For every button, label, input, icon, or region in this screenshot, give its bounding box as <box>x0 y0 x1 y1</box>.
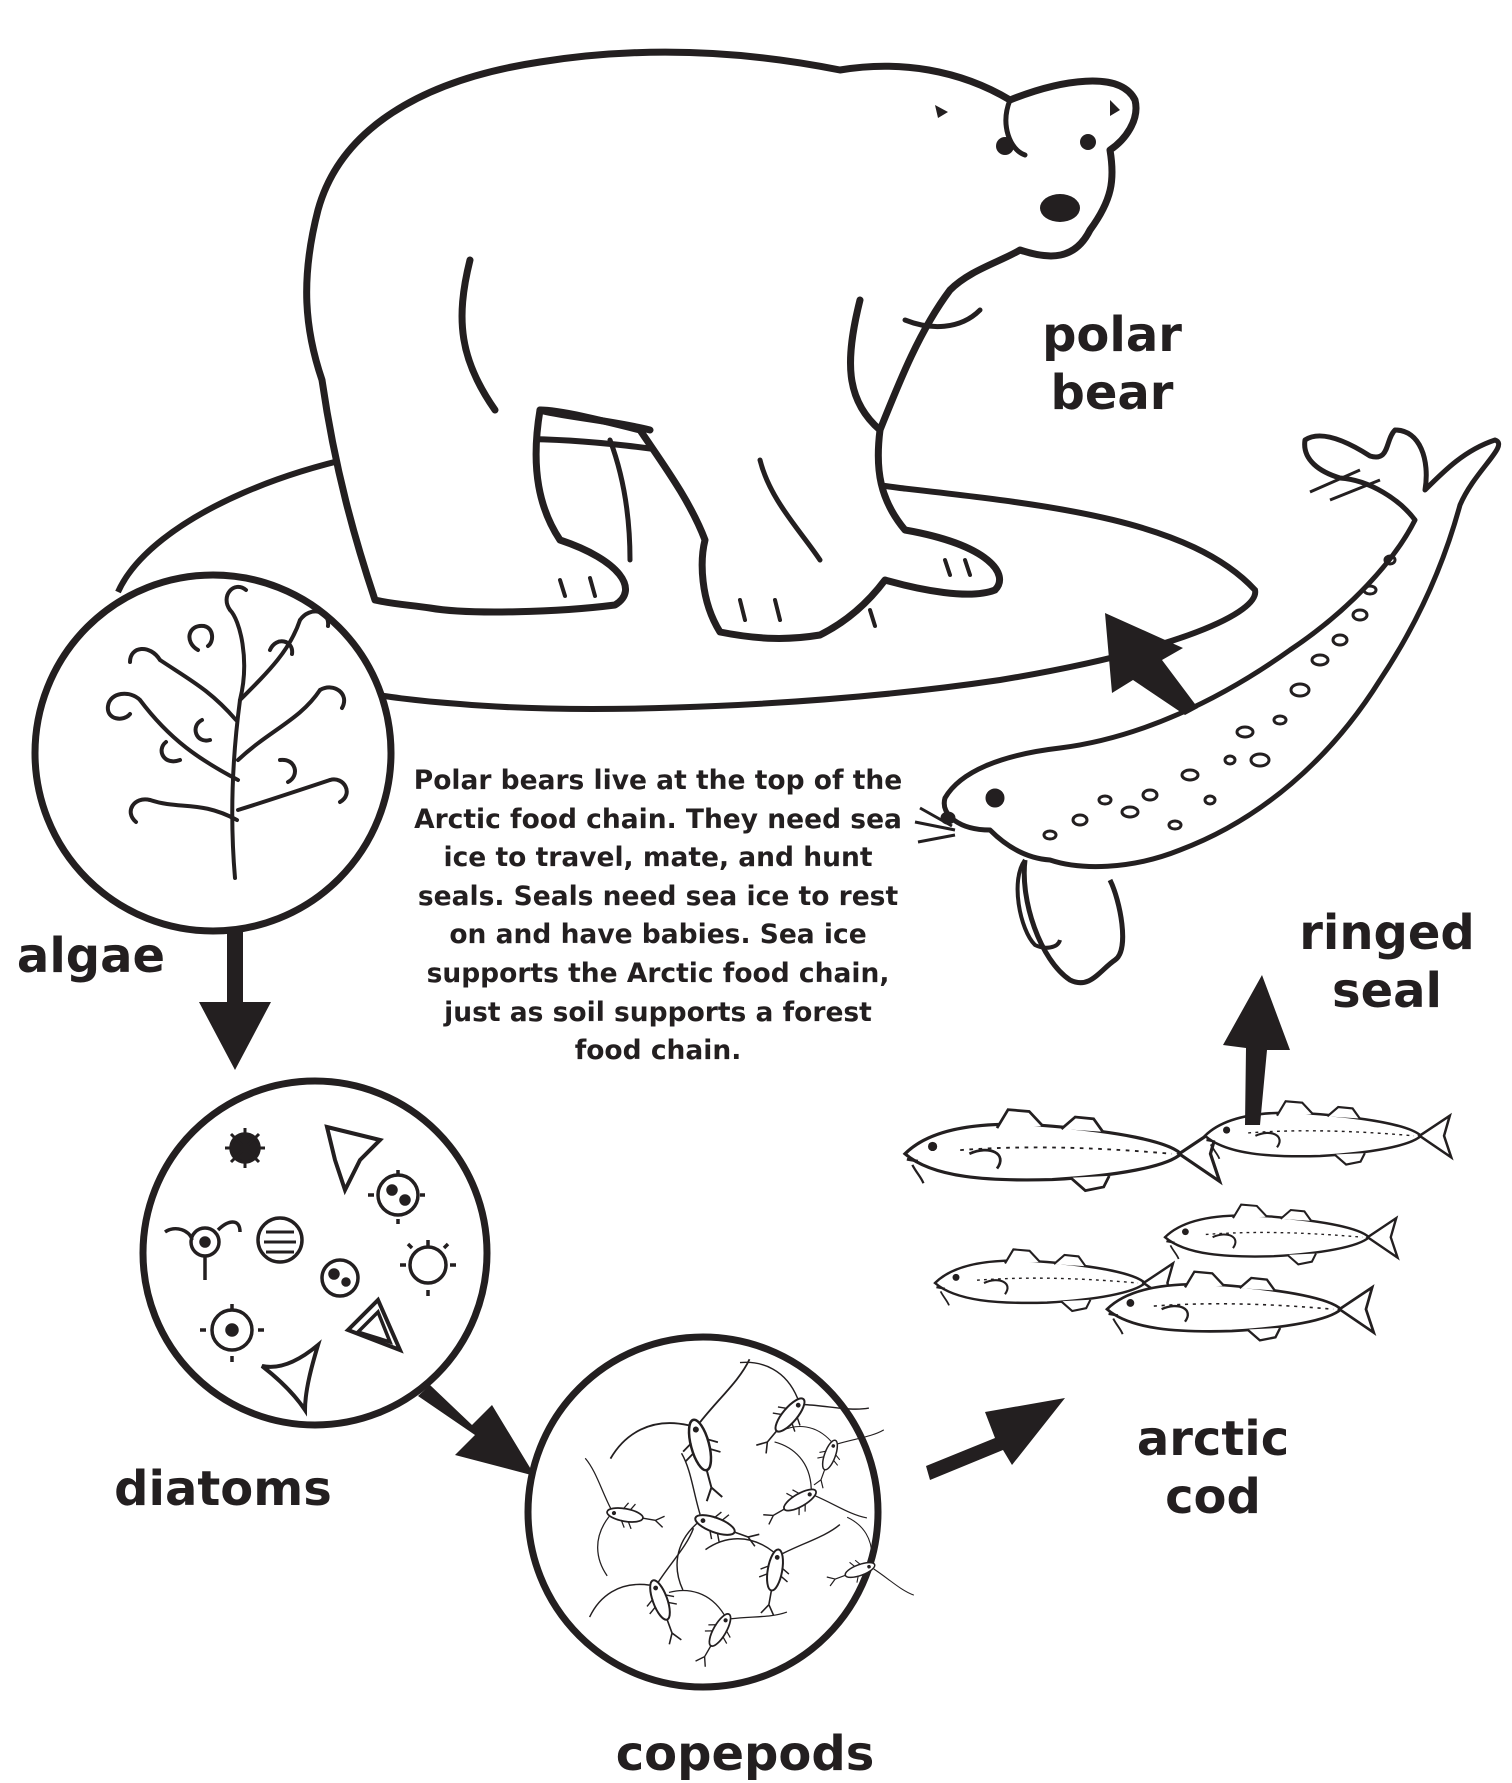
algae-label: algae <box>6 927 176 985</box>
arctic-cod-label-line-2: cod <box>1118 1468 1308 1526</box>
arctic-cod-icon <box>905 1101 1451 1340</box>
food-chain-description: Polar bears live at the top of the Arcti… <box>408 762 908 1071</box>
diatoms-label: diatoms <box>108 1460 338 1518</box>
arctic-cod-label-line-1: arctic <box>1118 1410 1308 1468</box>
copepods-label: copepods <box>600 1725 890 1783</box>
polar-bear-label-line-1: polar <box>1017 306 1207 364</box>
copepods-circle <box>528 1337 878 1687</box>
ringed-seal-label: ringed seal <box>1287 904 1487 1020</box>
ringed-seal-label-line-2: seal <box>1287 962 1487 1020</box>
polar-bear-label: polar bear <box>1017 306 1207 422</box>
algae-circle <box>35 575 391 931</box>
ringed-seal-label-line-1: ringed <box>1287 904 1487 962</box>
arctic-cod-label: arctic cod <box>1118 1410 1308 1526</box>
polar-bear-label-line-2: bear <box>1017 364 1207 422</box>
